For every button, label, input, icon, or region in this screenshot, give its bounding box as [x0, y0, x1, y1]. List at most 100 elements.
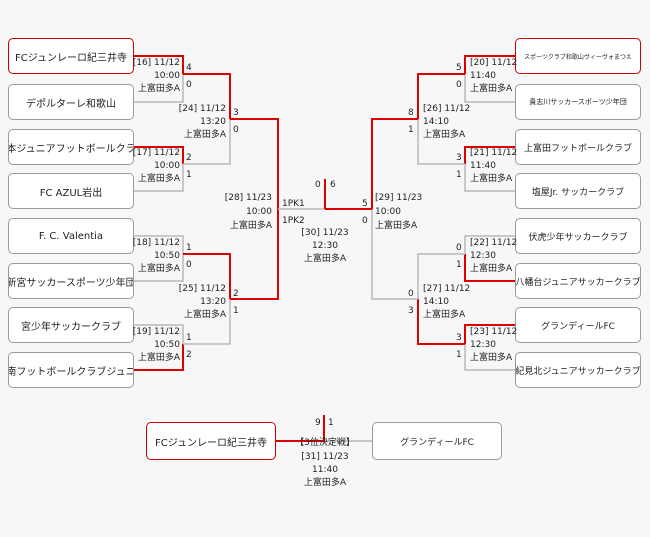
line-m27-top	[417, 253, 465, 299]
team-name: 宮少年サッカークラブ	[21, 321, 121, 333]
match-28-pk-2: 1PK2	[282, 216, 305, 226]
team-name: FCジュンレーロ紀三井寺	[154, 437, 268, 449]
team-name: FC AZUL岩出	[39, 187, 103, 199]
match-22-time: 12:30	[470, 251, 496, 261]
final-score-2: 6	[330, 180, 336, 190]
match-21-time: 11:40	[470, 161, 496, 171]
line-m20-bot	[464, 74, 515, 103]
match-17-venue: 上富田多A	[137, 174, 180, 184]
match-20-venue: 上富田多A	[470, 84, 513, 94]
line-m24-top	[183, 73, 231, 119]
match-29-label: [29] 11/23	[375, 193, 423, 203]
match-16-score-2: 0	[186, 80, 192, 90]
team-box[interactable]: 宮少年サッカークラブ	[8, 307, 134, 343]
team-box[interactable]: 伏虎少年サッカークラブ	[515, 218, 641, 254]
match-27-label: [27] 11/12	[423, 284, 471, 294]
team-box[interactable]: FC AZUL岩出	[8, 173, 134, 209]
team-box[interactable]: FCジュンレーロ紀三井寺	[8, 38, 134, 74]
line-m22-bot	[464, 254, 515, 282]
line-m25-bot	[183, 299, 231, 345]
match-18-venue: 上富田多A	[137, 264, 180, 274]
team-name: 串本ジュニアフットボールクラブ	[8, 143, 133, 155]
line-m26-top	[417, 73, 465, 119]
match-21-score-1: 3	[456, 153, 462, 163]
match-29-score-2: 0	[362, 216, 368, 226]
line-m20-top	[464, 55, 515, 74]
match-18-score-2: 0	[186, 260, 192, 270]
match-28-label: [28] 11/23	[224, 193, 272, 203]
match-25-time: 13:20	[200, 297, 226, 307]
team-box[interactable]: 上富田フットボールクラブ	[515, 129, 641, 165]
line-m21-bot	[464, 164, 515, 192]
match-26-score-1: 8	[408, 108, 414, 118]
match-20-score-1: 5	[456, 63, 462, 73]
match-26-venue: 上富田多A	[423, 130, 466, 140]
line-m24-bot	[183, 119, 231, 165]
match-19-time: 10:50	[154, 340, 180, 350]
line-m19-bot	[134, 344, 184, 371]
team-box[interactable]: 新宮サッカースポーツ少年団	[8, 263, 134, 299]
match-16-venue: 上富田多A	[137, 84, 180, 94]
match-27-venue: 上富田多A	[423, 310, 466, 320]
match-17-label: [17] 11/12	[132, 148, 180, 158]
third-venue: 上富田多A	[303, 478, 347, 488]
match-26-score-2: 1	[408, 125, 414, 135]
team-box[interactable]: スポーツクラブ和歌山ヴィーヴォまつえ	[515, 38, 641, 74]
line-m25-top	[183, 253, 231, 299]
match-23-score-1: 3	[456, 333, 462, 343]
third-title: 【3位決定戦】	[295, 438, 355, 448]
match-22-venue: 上富田多A	[470, 264, 513, 274]
team-name: 伏虎少年サッカークラブ	[528, 232, 628, 243]
team-name: デポルターレ和歌山	[26, 98, 116, 110]
third-place-team-1[interactable]: FCジュンレーロ紀三井寺	[146, 422, 276, 460]
final-time: 12:30	[312, 241, 338, 251]
match-24-score-1: 3	[233, 108, 239, 118]
line-m23-bot	[464, 344, 515, 371]
team-box[interactable]: 紀見北ジュニアサッカークラブ	[515, 352, 641, 388]
team-name: グランディールFC	[400, 437, 474, 448]
match-23-label: [23] 11/12	[470, 327, 518, 337]
match-20-score-2: 0	[456, 80, 462, 90]
team-name: 八幡台ジュニアサッカークラブ	[515, 277, 641, 288]
match-27-score-2: 3	[408, 306, 414, 316]
final-label: [30] 11/23	[301, 228, 349, 238]
team-box[interactable]: F. C. Valentia	[8, 218, 134, 254]
line-m29-top	[371, 118, 418, 209]
line-m17-bot	[134, 164, 184, 192]
line-m23-top	[464, 324, 515, 344]
match-29-venue: 上富田多A	[375, 221, 418, 231]
team-box[interactable]: 塩屋Jr. サッカークラブ	[515, 173, 641, 209]
team-name: 紀見北ジュニアサッカークラブ	[515, 366, 641, 377]
team-name: FCジュンレーロ紀三井寺	[14, 52, 128, 64]
line-m26-bot	[417, 119, 465, 165]
team-box[interactable]: 串本ジュニアフットボールクラブ	[8, 129, 134, 165]
match-17-score-2: 1	[186, 170, 192, 180]
match-19-venue: 上富田多A	[137, 353, 180, 363]
third-place-team-2[interactable]: グランディールFC	[372, 422, 502, 460]
final-score-1: 0	[315, 180, 321, 190]
match-17-score-1: 2	[186, 153, 192, 163]
team-box[interactable]: 貴志川サッカースポーツ少年団	[515, 84, 641, 120]
team-box[interactable]: デポルターレ和歌山	[8, 84, 134, 120]
match-21-score-2: 1	[456, 170, 462, 180]
match-25-score-2: 1	[233, 306, 239, 316]
team-box[interactable]: 八幡台ジュニアサッカークラブ	[515, 263, 641, 299]
team-box[interactable]: グランディールFC	[515, 307, 641, 343]
match-26-time: 14:10	[423, 117, 449, 127]
line-m27-bot	[417, 299, 465, 345]
line-m29-bot	[371, 209, 418, 300]
match-24-label: [24] 11/12	[178, 104, 226, 114]
match-25-score-1: 2	[233, 289, 239, 299]
match-29-score-1: 5	[362, 199, 368, 209]
third-score-2: 1	[328, 418, 334, 428]
team-box[interactable]: 海南フットボールクラブジュニア	[8, 352, 134, 388]
match-28-venue: 上富田多A	[229, 221, 272, 231]
line-m28-bot	[230, 209, 279, 300]
line-m19-top	[134, 324, 184, 344]
match-19-score-2: 2	[186, 350, 192, 360]
line-m18-bot	[134, 254, 184, 282]
match-16-label: [16] 11/12	[132, 58, 180, 68]
line-m17-top	[134, 146, 184, 164]
match-29-time: 10:00	[375, 207, 401, 217]
final-venue: 上富田多A	[303, 254, 347, 264]
